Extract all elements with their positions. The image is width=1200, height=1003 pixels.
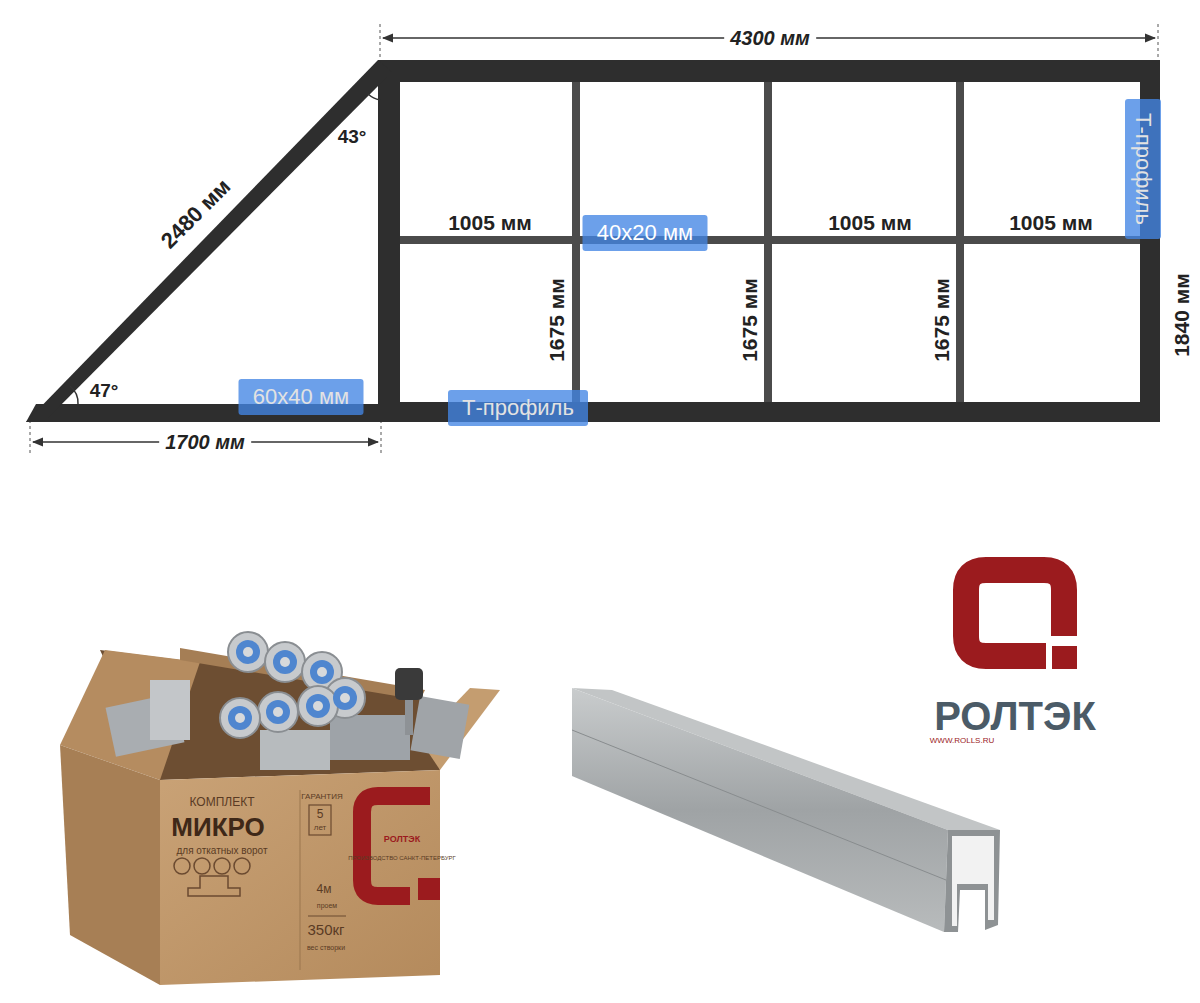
dimension-lines <box>30 24 1158 456</box>
box-print: лет <box>314 824 327 833</box>
dimension-label: 2480 мм <box>156 174 235 253</box>
profile-label: 60x40 мм <box>253 384 350 409</box>
box-print: ГАРАНТИЯ <box>301 793 342 802</box>
dimension-label: 1005 мм <box>448 211 532 234</box>
box-print: 4м <box>317 883 332 896</box>
profile-label: 40x20 мм <box>597 220 694 245</box>
dimension-label: 1005 мм <box>1009 211 1093 234</box>
dimension-arrows <box>33 38 1155 442</box>
profile-label: Т-профиль <box>1131 113 1156 225</box>
logo-text: РОЛТЭК <box>934 694 1096 738</box>
profile-badge: Т-профиль <box>448 390 588 426</box>
dimension-label: 1675 мм <box>930 278 953 362</box>
dimension-label: 1700 мм <box>159 431 251 453</box>
dimension-label: 1675 мм <box>545 278 568 362</box>
kit-box-illustration <box>60 632 500 985</box>
company-logo <box>966 570 1077 669</box>
logo-url: WWW.ROLLS.RU <box>930 737 994 746</box>
dimension-label: 1675 мм <box>738 278 761 362</box>
box-print: ПРОИЗВОДСТВО САНКТ-ПЕТЕРБУРГ <box>348 855 456 862</box>
profile-badge: 60x40 мм <box>239 379 364 415</box>
roller-parts <box>106 632 470 770</box>
gate-frame <box>26 60 1160 422</box>
profile-label: Т-профиль <box>462 395 574 420</box>
box-print: 350кг <box>307 922 344 939</box>
box-print: КОМПЛЕКТ <box>189 796 254 809</box>
box-print: МИКРО <box>171 813 264 842</box>
profile-badge: Т-профиль <box>1125 99 1161 239</box>
profile-badge: 40x20 мм <box>583 215 708 251</box>
box-print: 5 <box>317 808 324 821</box>
box-print: вес створки <box>307 944 345 952</box>
box-print: РОЛТЭК <box>384 835 420 845</box>
box-print: для откатных ворот <box>176 845 267 856</box>
dimension-label: 4300 мм <box>724 27 816 49</box>
dimension-label: 1005 мм <box>828 211 912 234</box>
angle-label: 47° <box>90 381 119 402</box>
dimension-label: 1840 мм <box>1170 273 1193 357</box>
box-print: проем <box>317 902 337 910</box>
angle-label: 43° <box>338 127 367 148</box>
roller-icon <box>174 858 250 896</box>
